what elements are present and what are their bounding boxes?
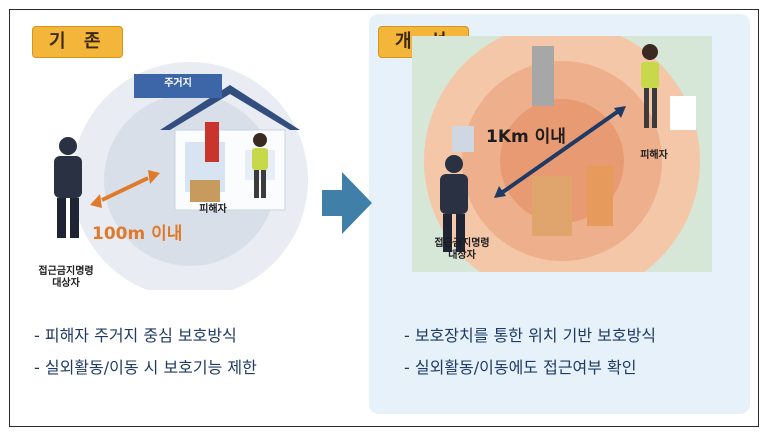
house-icon <box>160 85 300 211</box>
before-subject-label-line2: 대상자 <box>52 278 80 289</box>
transition-arrow-icon <box>322 172 372 234</box>
subject-figure-icon <box>54 137 82 238</box>
after-distance-label: 1Km 이내 <box>486 127 566 147</box>
residence-pin: 주거지 <box>134 74 222 98</box>
after-subject-label-line2: 대상자 <box>448 250 476 261</box>
after-bullet-1: - 보호장치를 통한 위치 기반 보호방식 <box>404 326 657 345</box>
residence-label: 주거지 <box>164 78 192 89</box>
distance-arrow-icon <box>90 170 160 208</box>
after-illustration <box>412 36 712 272</box>
before-subject-label-line1: 접근금지명령 <box>38 266 94 277</box>
after-bullet-2: - 실외활동/이동에도 접근여부 확인 <box>404 358 637 377</box>
after-victim-label: 피해자 <box>640 150 668 161</box>
before-distance-label: 100m 이내 <box>92 224 183 244</box>
before-subject-label: 접근금지명령 대상자 <box>24 266 108 290</box>
after-distance-arrow-icon <box>494 106 626 198</box>
before-illustration <box>54 62 308 290</box>
after-subject-label: 접근금지명령 대상자 <box>420 238 504 262</box>
before-bullet-2: - 실외활동/이동 시 보호기능 제한 <box>34 358 257 377</box>
after-victim-figure-icon <box>641 44 659 128</box>
before-victim-label: 피해자 <box>199 204 227 215</box>
buildings-icon <box>452 46 696 236</box>
victim-figure-icon <box>252 133 268 198</box>
before-badge: 기 존 <box>32 26 124 58</box>
before-bullet-1: - 피해자 주거지 중심 보호방식 <box>34 326 237 345</box>
after-subject-figure-icon <box>440 155 468 252</box>
after-subject-label-line1: 접근금지명령 <box>434 238 490 249</box>
